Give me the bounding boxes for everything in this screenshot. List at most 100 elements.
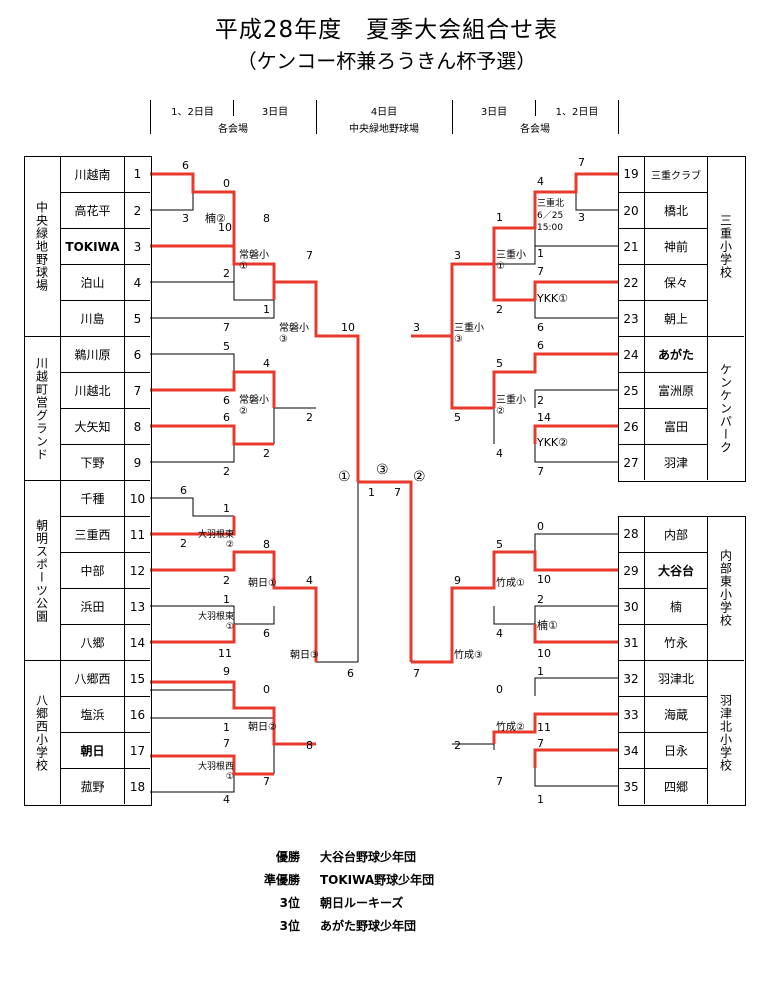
venue-label-left: 川越町営グランド bbox=[24, 336, 60, 480]
score-label: 7 bbox=[223, 321, 230, 334]
score-label: 9 bbox=[223, 665, 230, 678]
score-label: 6 bbox=[347, 667, 354, 680]
game-label: 竹成② bbox=[496, 722, 525, 733]
team-name: 塩浜 bbox=[60, 696, 124, 732]
team-name: 海蔵 bbox=[644, 696, 708, 732]
score-label: 0 bbox=[263, 683, 270, 696]
team-name: 下野 bbox=[60, 444, 124, 480]
header-divider bbox=[618, 100, 619, 134]
score-label: 15:00 bbox=[537, 223, 563, 233]
score-label: 1 bbox=[537, 247, 544, 260]
team-name: 千種 bbox=[60, 480, 124, 516]
header-divider bbox=[233, 100, 234, 116]
game-label: 竹成③ bbox=[454, 650, 483, 661]
team-name: 菰野 bbox=[60, 768, 124, 804]
score-label: 2 bbox=[180, 537, 187, 550]
team-name: 四郷 bbox=[644, 768, 708, 804]
header-right-day3: 3日目 bbox=[480, 107, 508, 118]
score-label: 1 bbox=[537, 793, 544, 806]
score-label: 6 bbox=[182, 159, 189, 172]
team-name: 朝日 bbox=[60, 732, 124, 768]
score-label: 8 bbox=[263, 538, 270, 551]
team-number: 22 bbox=[618, 264, 644, 300]
page-title: 平成28年度 夏季大会組合せ表 bbox=[214, 17, 559, 43]
team-name: TOKIWA bbox=[60, 228, 124, 264]
score-label: 2 bbox=[454, 739, 461, 752]
team-name: 保々 bbox=[644, 264, 708, 300]
team-number: 1 bbox=[124, 156, 150, 192]
team-number: 16 bbox=[124, 696, 150, 732]
header-right-venue: 各会場 bbox=[520, 124, 550, 135]
score-label: 0 bbox=[223, 177, 230, 190]
venue-label-right: 羽津北小学校 bbox=[708, 660, 744, 804]
score-label: 7 bbox=[263, 775, 270, 788]
team-number: 33 bbox=[618, 696, 644, 732]
result-team: TOKIWA野球少年団 bbox=[320, 873, 435, 887]
score-label: 7 bbox=[413, 667, 420, 680]
team-name: 鵜川原 bbox=[60, 336, 124, 372]
score-label: 6 bbox=[263, 627, 270, 640]
score-label: 11 bbox=[537, 721, 551, 734]
score-label: 3 bbox=[413, 321, 420, 334]
team-name: 日永 bbox=[644, 732, 708, 768]
header-left-day12: 1、2日目 bbox=[171, 107, 214, 118]
venue-label-right: 内部東小学校 bbox=[718, 549, 733, 627]
game-label: 大羽根西① bbox=[197, 762, 234, 782]
venue-label-left: 八郷西小学校 bbox=[24, 660, 60, 804]
score-label: 2 bbox=[223, 574, 230, 587]
score-label: 6 bbox=[223, 411, 230, 424]
team-name: 竹永 bbox=[644, 624, 708, 660]
team-number: 7 bbox=[124, 372, 150, 408]
team-number: 17 bbox=[124, 732, 150, 768]
bracket-red-lines bbox=[150, 172, 618, 776]
team-name: 大矢知 bbox=[60, 408, 124, 444]
score-label: 4 bbox=[496, 627, 503, 640]
team-number: 25 bbox=[618, 372, 644, 408]
score-label: 8 bbox=[306, 739, 313, 752]
score-label: 6 bbox=[223, 394, 230, 407]
game-label: 大羽根東① bbox=[197, 612, 234, 632]
score-label: 2 bbox=[537, 593, 544, 606]
venue-label-right: 三重小学校 bbox=[718, 213, 733, 279]
team-number: 20 bbox=[618, 192, 644, 228]
score-label: 7 bbox=[578, 156, 585, 169]
result-team: あがた野球少年団 bbox=[320, 919, 417, 933]
score-label: 7 bbox=[537, 465, 544, 478]
score-label: 5 bbox=[496, 538, 503, 551]
team-name: 楠 bbox=[644, 588, 708, 624]
team-number: 24 bbox=[618, 336, 644, 372]
score-label: 1 bbox=[223, 502, 230, 515]
team-name: 八郷西 bbox=[60, 660, 124, 696]
team-number: 21 bbox=[618, 228, 644, 264]
score-label: 5 bbox=[454, 411, 461, 424]
team-name: 三重西 bbox=[60, 516, 124, 552]
score-label: 3 bbox=[182, 212, 189, 225]
venue-label-right: ケンケンパーク bbox=[708, 336, 744, 480]
team-number: 34 bbox=[618, 732, 644, 768]
score-label: 14 bbox=[537, 411, 551, 424]
score-label: 2 bbox=[263, 447, 270, 460]
team-name: 羽津北 bbox=[644, 660, 708, 696]
score-label: 2 bbox=[223, 465, 230, 478]
team-name: 三重クラブ bbox=[644, 156, 708, 192]
team-name: 川越南 bbox=[60, 156, 124, 192]
team-name: 浜田 bbox=[60, 588, 124, 624]
score-label: 11 bbox=[218, 647, 232, 660]
score-label: 7 bbox=[537, 265, 544, 278]
score-label: 7 bbox=[496, 775, 503, 788]
score-label: 5 bbox=[496, 357, 503, 370]
team-name: 川越北 bbox=[60, 372, 124, 408]
game-label: 朝日② bbox=[248, 722, 277, 733]
score-label: 4 bbox=[496, 447, 503, 460]
header-divider bbox=[535, 100, 536, 116]
team-number: 11 bbox=[124, 516, 150, 552]
game-label: 三重小① bbox=[496, 250, 526, 272]
venue-label-left: 朝明スポーツ公園 bbox=[24, 480, 60, 660]
score-label: 2 bbox=[496, 303, 503, 316]
team-number: 26 bbox=[618, 408, 644, 444]
right-team-table bbox=[618, 516, 746, 806]
team-number: 13 bbox=[124, 588, 150, 624]
game-label: 朝日③ bbox=[290, 650, 319, 661]
score-label: 1 bbox=[223, 593, 230, 606]
venue-label-left: 中央緑地野球場 bbox=[34, 200, 49, 292]
